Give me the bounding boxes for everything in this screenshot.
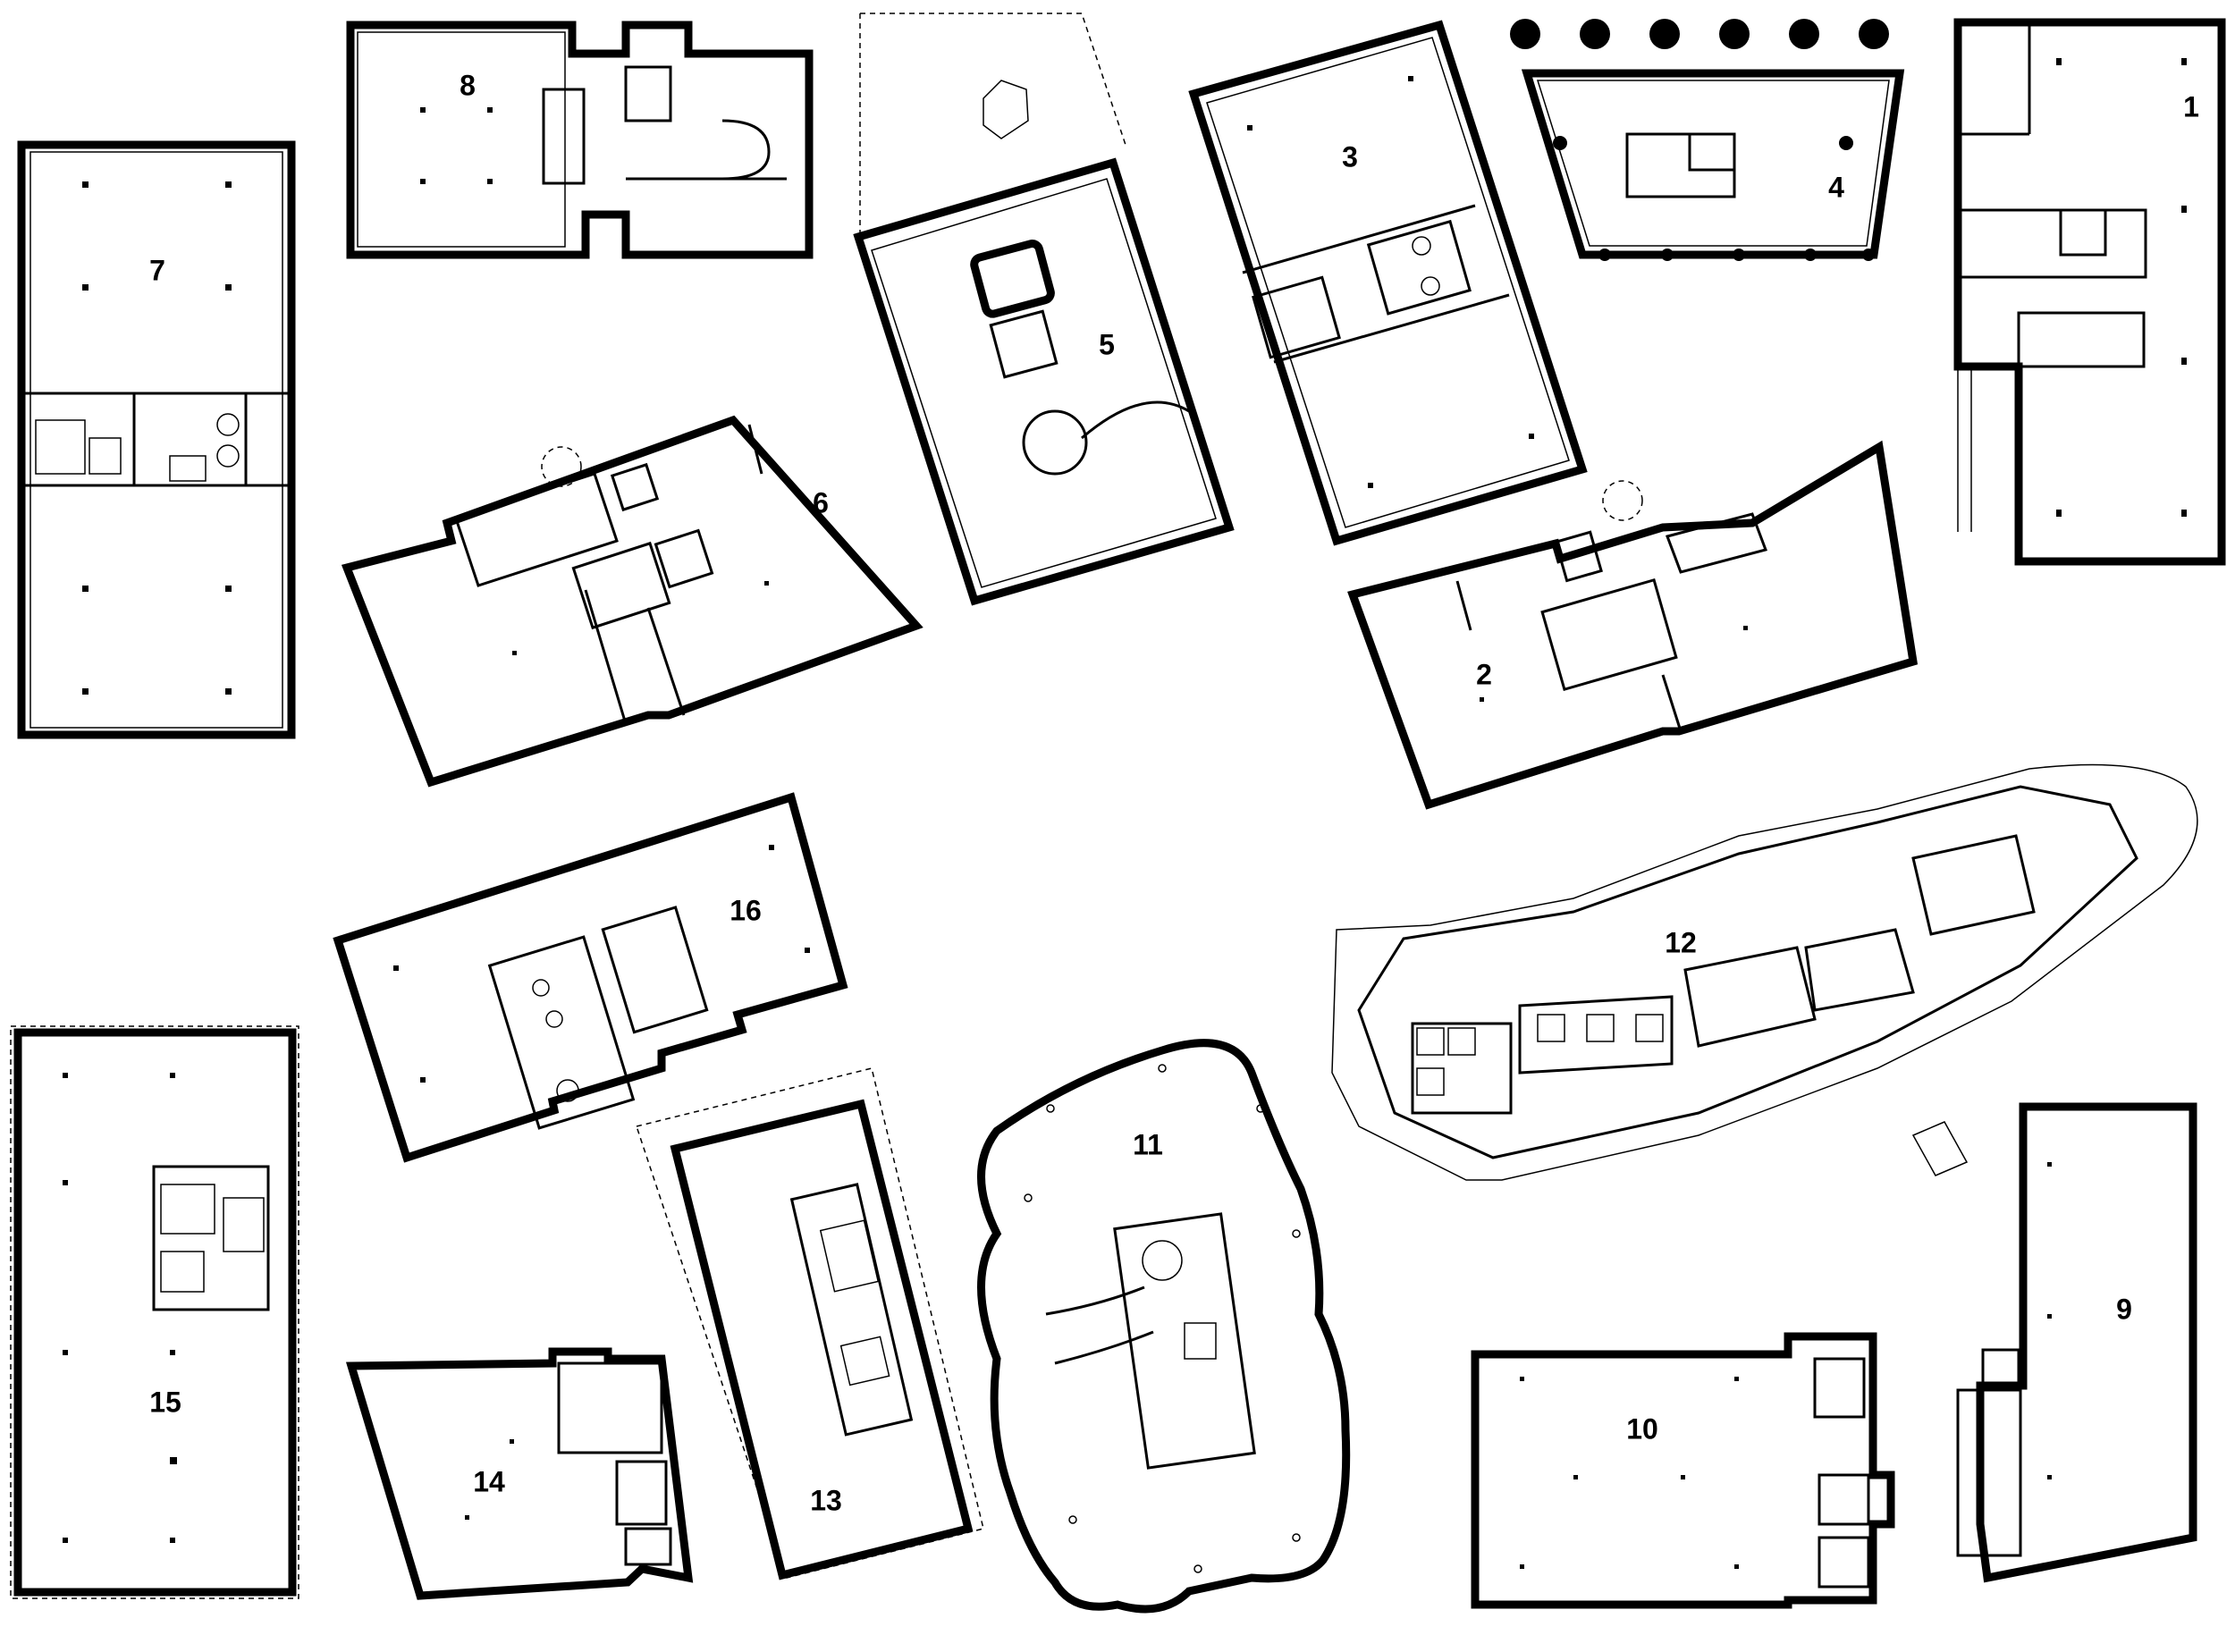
columns-14 (465, 1439, 514, 1520)
columns-1 (2056, 58, 2187, 517)
floor-plan-7 (17, 140, 296, 739)
plan-label-2: 2 (1476, 658, 1492, 690)
columns-7 (82, 181, 232, 695)
columns-4 (1598, 249, 1875, 261)
plan-label-11: 11 (1133, 1128, 1163, 1160)
plan-labels: 1 2 3 4 5 6 7 8 9 10 11 12 13 14 15 16 (149, 69, 2199, 1516)
floor-plan-5 (853, 13, 1235, 606)
plan-label-7: 7 (149, 254, 165, 286)
trees-4 (1510, 19, 1889, 49)
columns-10 (1520, 1377, 1739, 1569)
floor-plan-1 (1953, 18, 2226, 566)
columns-15 (63, 1073, 177, 1543)
floor-plan-13 (636, 1067, 984, 1580)
columns-9 (2047, 1162, 2052, 1479)
columns-16 (393, 845, 810, 1083)
floor-plan-8 (346, 21, 814, 259)
plan-label-8: 8 (460, 69, 476, 101)
floor-plan-3 (1188, 20, 1588, 546)
floor-plan-12 (1331, 763, 2198, 1181)
floor-plan-9 (1911, 1102, 2197, 1583)
plan-label-3: 3 (1342, 140, 1358, 173)
plan-label-6: 6 (813, 486, 829, 518)
plan-label-4: 4 (1828, 171, 1844, 203)
units-12 (1416, 1014, 1664, 1096)
floor-plan-10 (1471, 1332, 1895, 1609)
floor-plan-14 (345, 1347, 694, 1600)
plan-label-13: 13 (810, 1484, 842, 1516)
plan-label-15: 15 (149, 1386, 181, 1418)
floor-plan-2 (1347, 440, 1919, 810)
floor-plan-11 (977, 1039, 1351, 1614)
columns-11 (1024, 1064, 1301, 1573)
plan-label-14: 14 (473, 1465, 505, 1497)
columns-3 (1247, 76, 1534, 488)
floor-plan-4 (1510, 19, 1905, 261)
plan-label-1: 1 (2183, 90, 2199, 122)
floor-plan-6 (341, 415, 924, 788)
plan-label-10: 10 (1626, 1412, 1658, 1445)
floor-plan-16 (333, 792, 848, 1163)
plan-label-16: 16 (730, 894, 762, 926)
plan-label-5: 5 (1099, 328, 1115, 360)
floor-plan-15 (10, 1025, 299, 1599)
plan-label-12: 12 (1665, 926, 1697, 958)
columns-8 (420, 107, 493, 184)
columns-6 (512, 581, 769, 655)
plan-label-9: 9 (2116, 1293, 2132, 1325)
columns-2 (1480, 626, 1748, 702)
